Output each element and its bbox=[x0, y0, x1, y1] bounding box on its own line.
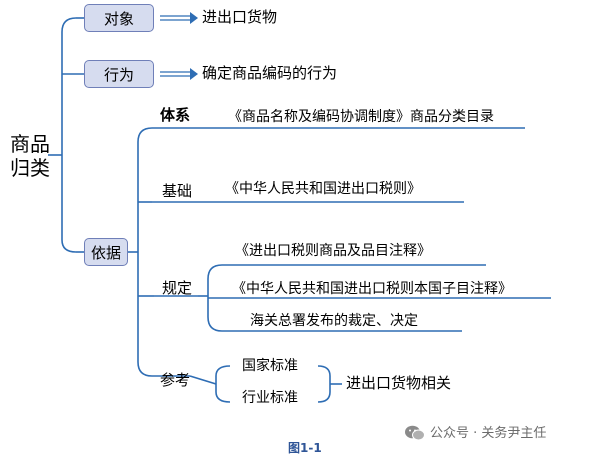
xingwei-target: 确定商品编码的行为 bbox=[202, 64, 338, 82]
cankao-brace-mid bbox=[189, 375, 217, 385]
jichu-label: 基础 bbox=[162, 182, 193, 200]
cankao-label: 参考 bbox=[160, 371, 191, 389]
tixi-label: 体系 bbox=[160, 106, 191, 124]
xingwei-arrow bbox=[160, 71, 192, 77]
main-brace bbox=[61, 17, 77, 253]
tixi-content: 《商品名称及编码协调制度》商品分类目录 bbox=[228, 109, 494, 125]
yiju-brace bbox=[137, 127, 153, 377]
guiding-label: 规定 bbox=[162, 279, 193, 297]
node-xingwei: 行为 bbox=[84, 60, 154, 88]
cankao-right-brace bbox=[317, 365, 331, 403]
guiding-item-1: 《进出口税则商品及品目注释》 bbox=[235, 243, 431, 259]
cankao-item-2: 行业标准 bbox=[242, 390, 298, 406]
wechat-icon bbox=[405, 425, 425, 441]
cankao-target: 进出口货物相关 bbox=[346, 374, 452, 392]
node-duixiang-label: 对象 bbox=[103, 9, 134, 28]
duixiang-target: 进出口货物 bbox=[202, 8, 278, 26]
jichu-content: 《中华人民共和国进出口税则》 bbox=[225, 181, 421, 197]
duixiang-arrow bbox=[160, 15, 192, 21]
node-yiju: 依据 bbox=[84, 238, 128, 266]
watermark-text: 公众号 · 关务尹主任 bbox=[430, 426, 547, 441]
node-yiju-label: 依据 bbox=[90, 243, 121, 262]
guiding-item-2: 《中华人民共和国进出口税则本国子目注释》 bbox=[232, 281, 512, 297]
root-label-line2: 归类 bbox=[10, 156, 50, 180]
root-label-line1: 商品 bbox=[10, 132, 50, 156]
node-xingwei-label: 行为 bbox=[103, 65, 134, 84]
cankao-item-1: 国家标准 bbox=[242, 358, 298, 374]
figure-caption: 图1-1 bbox=[288, 441, 322, 455]
guiding-item-3: 海关总署发布的裁定、决定 bbox=[250, 313, 418, 329]
node-duixiang: 对象 bbox=[84, 4, 154, 32]
cankao-brace bbox=[215, 365, 231, 403]
